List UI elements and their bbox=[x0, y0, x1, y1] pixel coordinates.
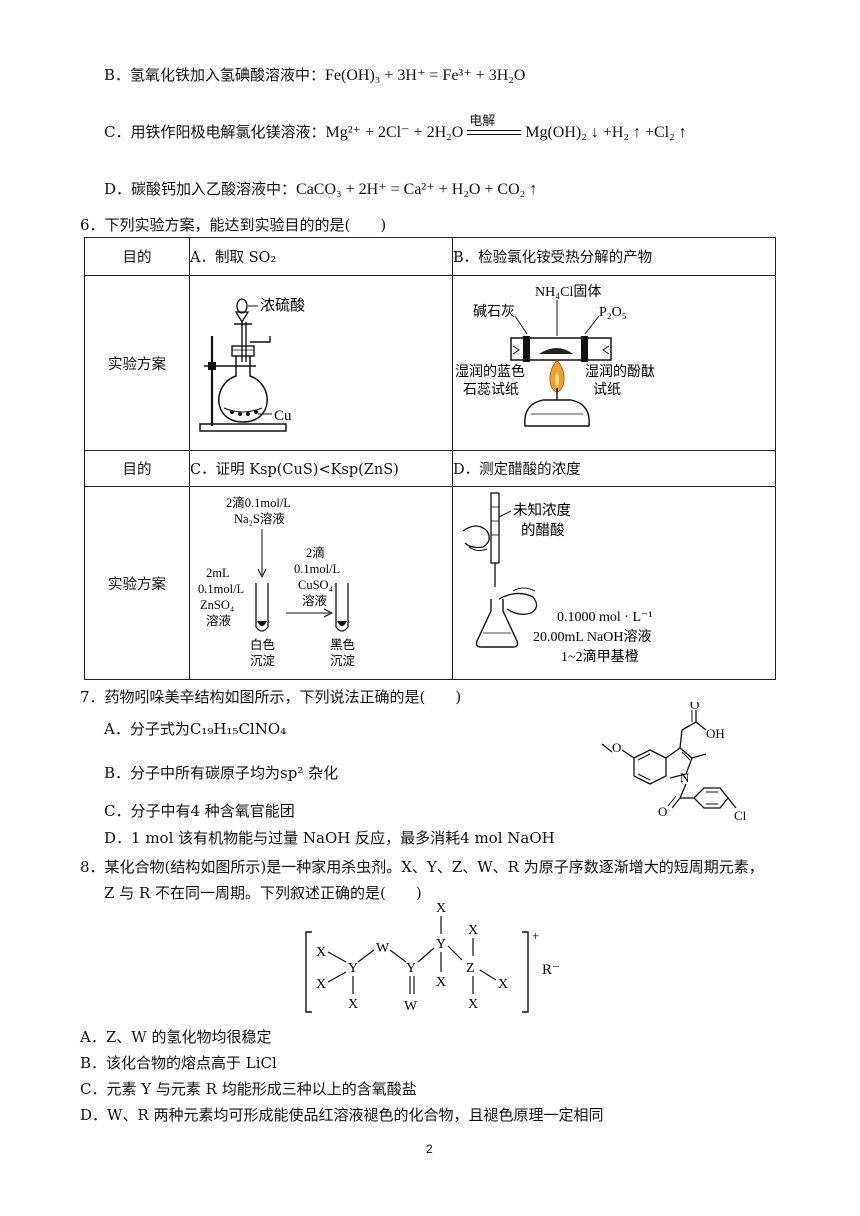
label-c-drop2: 2滴 bbox=[306, 545, 325, 560]
q8-option-c: C．元素 Y 与元素 R 均能形成三种以上的含氧酸盐 bbox=[80, 1080, 417, 1098]
label-d-indicator: 1~2滴甲基橙 bbox=[561, 648, 639, 665]
atom-x: X bbox=[436, 975, 446, 990]
q8-stem-line1: 8．某化合物(结构如图所示)是一种家用杀虫剂。X、Y、Z、W、R 为原子序数逐渐… bbox=[80, 858, 764, 876]
q6-stem: 6．下列实验方案，能达到实验目的的是( ) bbox=[80, 216, 387, 234]
insecticide-structure: + R⁻ X X Y X W Y W X Y X X Z X X bbox=[305, 901, 560, 1014]
atom-x: X bbox=[436, 901, 446, 916]
label-d-unknown: 未知浓度 bbox=[513, 502, 571, 519]
struct-o-methoxy: O bbox=[612, 740, 621, 755]
titration-diagram: 未知浓度 的醋酸 0.1000 mol · L⁻¹ 20.00mL NaOH溶液… bbox=[462, 492, 653, 665]
q5-c-eq-right: Mg(OH)₂ ↓ +H₂ ↑ +Cl₂ ↑ bbox=[525, 124, 687, 141]
nh4cl-apparatus-diagram: NH₄Cl固体 碱石灰 P₂O₅ 湿润的蓝色 石蕊试纸 湿润的酚酞 试纸 bbox=[455, 284, 655, 427]
label-p2o5: P₂O₅ bbox=[599, 305, 627, 320]
struct-o-amide: O bbox=[658, 804, 667, 819]
label-c-ppt2: 沉淀 bbox=[330, 654, 356, 668]
label-c-solution2: 溶液 bbox=[302, 593, 328, 608]
q8-stem-line2: Z 与 R 不在同一周期。下列叙述正确的是( ) bbox=[104, 884, 422, 902]
q7-option-c: C．分子中有4 种含氧官能团 bbox=[104, 802, 295, 820]
plan-a-cell: 浓硫酸 Cu bbox=[189, 275, 453, 451]
label-conc-sulfuric: 浓硫酸 bbox=[260, 297, 305, 314]
label-c-ppt1: 沉淀 bbox=[250, 654, 276, 668]
struct-anion: R⁻ bbox=[542, 962, 560, 978]
label-blue-litmus-2: 石蕊试纸 bbox=[463, 382, 519, 398]
struct-n: N bbox=[680, 770, 690, 785]
struct-o-carbonyl: O bbox=[690, 702, 699, 712]
label-c-conc2: 0.1mol/L bbox=[294, 562, 340, 576]
label-phenolphthalein-2: 试纸 bbox=[593, 382, 621, 398]
label-c-conc1: 0.1mol/L bbox=[198, 582, 244, 596]
label-soda-lime: 碱石灰 bbox=[473, 304, 515, 320]
electrolysis-arrow: 电解 bbox=[467, 114, 522, 140]
q5-option-d: D．碳酸钙加入乙酸溶液中：CaCO₃ + 2H⁺ = Ca²⁺ + H₂O + … bbox=[104, 178, 537, 199]
plan-c-cell: 2滴0.1mol/L Na₂S溶液 2滴 0.1mol/L CuSO₄ 溶液 2… bbox=[189, 486, 453, 680]
label-c-na2s: Na₂S溶液 bbox=[234, 511, 285, 526]
atom-x: X bbox=[468, 923, 478, 938]
q7-option-b: B．分子中所有碳原子均为sp² 杂化 bbox=[104, 764, 339, 782]
ksp-test-diagram: 2滴0.1mol/L Na₂S溶液 2滴 0.1mol/L CuSO₄ 溶液 2… bbox=[198, 495, 356, 668]
atom-z: Z bbox=[466, 961, 475, 976]
label-c-cuso4: CuSO₄ bbox=[298, 578, 333, 592]
label-c-znso4: ZnSO₄ bbox=[200, 598, 234, 612]
q7-stem: 7．药物吲哚美辛结构如图所示，下列说法正确的是( ) bbox=[80, 688, 462, 706]
plan-b-cell: NH₄Cl固体 碱石灰 P₂O₅ 湿润的蓝色 石蕊试纸 湿润的酚酞 试纸 bbox=[452, 275, 776, 451]
label-phenolphthalein-1: 湿润的酚酞 bbox=[585, 364, 655, 380]
goal-label-row1: 目的 bbox=[84, 237, 190, 276]
q5-c-text: C．用铁作阳极电解氯化镁溶液： bbox=[104, 123, 326, 141]
struct-cl: Cl bbox=[734, 808, 747, 822]
label-cu: Cu bbox=[274, 408, 292, 424]
plan-d-cell: 未知浓度 的醋酸 0.1000 mol · L⁻¹ 20.00mL NaOH溶液… bbox=[452, 486, 776, 680]
q5-b-text: B．氢氧化铁加入氢碘酸溶液中： bbox=[104, 66, 326, 84]
plan-label-row2: 实验方案 bbox=[84, 486, 190, 680]
atom-y: Y bbox=[436, 937, 446, 952]
experiment-table: 目的 A．制取 SO₂ B．检验氯化铵受热分解的产物 实验方案 bbox=[84, 237, 776, 680]
atom-x: X bbox=[316, 945, 326, 960]
atom-y: Y bbox=[348, 961, 358, 976]
q5-b-equation: Fe(OH)₃ + 3H⁺ = Fe³⁺ + 3H₂O bbox=[325, 67, 526, 84]
goal-label-row2: 目的 bbox=[84, 450, 190, 487]
label-c-solution1: 溶液 bbox=[206, 613, 232, 628]
q8-option-b: B．该化合物的熔点高于 LiCl bbox=[80, 1054, 277, 1072]
indomethacin-structure: O O OH N O Cl bbox=[601, 702, 747, 822]
atom-x: X bbox=[348, 997, 358, 1012]
label-d-conc: 0.1000 mol · L⁻¹ bbox=[557, 610, 653, 625]
atom-x: X bbox=[316, 977, 326, 992]
atom-x: X bbox=[468, 997, 478, 1012]
label-c-drop1: 2滴0.1mol/L bbox=[226, 495, 291, 510]
struct-oh: OH bbox=[706, 726, 725, 741]
goal-c: C．证明 Ksp(CuS)<Ksp(ZnS) bbox=[189, 450, 453, 487]
goal-b: B．检验氯化铵受热分解的产物 bbox=[452, 237, 776, 276]
label-nh4cl: NH₄Cl固体 bbox=[535, 284, 601, 300]
q7-option-d: D．1 mol 该有机物能与过量 NaOH 反应，最多消耗4 mol NaOH bbox=[104, 829, 555, 847]
q5-d-text: D．碳酸钙加入乙酸溶液中： bbox=[104, 180, 297, 198]
electrolysis-label: 电解 bbox=[469, 114, 496, 129]
q5-option-b: B．氢氧化铁加入氢碘酸溶液中：Fe(OH)₃ + 3H⁺ = Fe³⁺ + 3H… bbox=[104, 64, 525, 85]
atom-y: Y bbox=[406, 961, 416, 976]
page-number: 2 bbox=[426, 1142, 433, 1156]
q5-d-equation: CaCO₃ + 2H⁺ = Ca²⁺ + H₂O + CO₂ ↑ bbox=[296, 181, 538, 198]
plan-label-row1: 实验方案 bbox=[84, 275, 190, 451]
q5-option-c: C．用铁作阳极电解氯化镁溶液：Mg²⁺ + 2Cl⁻ + 2H₂O 电解 Mg(OH… bbox=[104, 114, 687, 142]
q8-option-d: D．W、R 两种元素均可形成能使品红溶液褪色的化合物，且褪色原理一定相同 bbox=[80, 1106, 604, 1124]
q5-c-eq-left: Mg²⁺ + 2Cl⁻ + 2H₂O bbox=[325, 124, 464, 141]
label-d-acetic: 的醋酸 bbox=[521, 522, 565, 539]
struct-charge: + bbox=[532, 928, 539, 943]
atom-w: W bbox=[404, 999, 418, 1014]
goal-d: D．测定醋酸的浓度 bbox=[452, 450, 776, 487]
label-d-naoh: 20.00mL NaOH溶液 bbox=[533, 629, 651, 645]
label-c-white: 白色 bbox=[250, 637, 276, 652]
label-blue-litmus-1: 湿润的蓝色 bbox=[455, 363, 525, 380]
q7-option-a: A．分子式为C₁₉H₁₅ClNO₄ bbox=[104, 720, 287, 738]
label-c-2ml: 2mL bbox=[206, 566, 230, 580]
goal-a: A．制取 SO₂ bbox=[189, 237, 453, 276]
atom-x: X bbox=[498, 977, 508, 992]
label-c-black: 黑色 bbox=[330, 637, 356, 652]
so2-apparatus-diagram: 浓硫酸 Cu bbox=[199, 297, 305, 432]
q8-option-a: A．Z、W 的氢化物均很稳定 bbox=[80, 1028, 272, 1046]
atom-w: W bbox=[376, 941, 390, 956]
